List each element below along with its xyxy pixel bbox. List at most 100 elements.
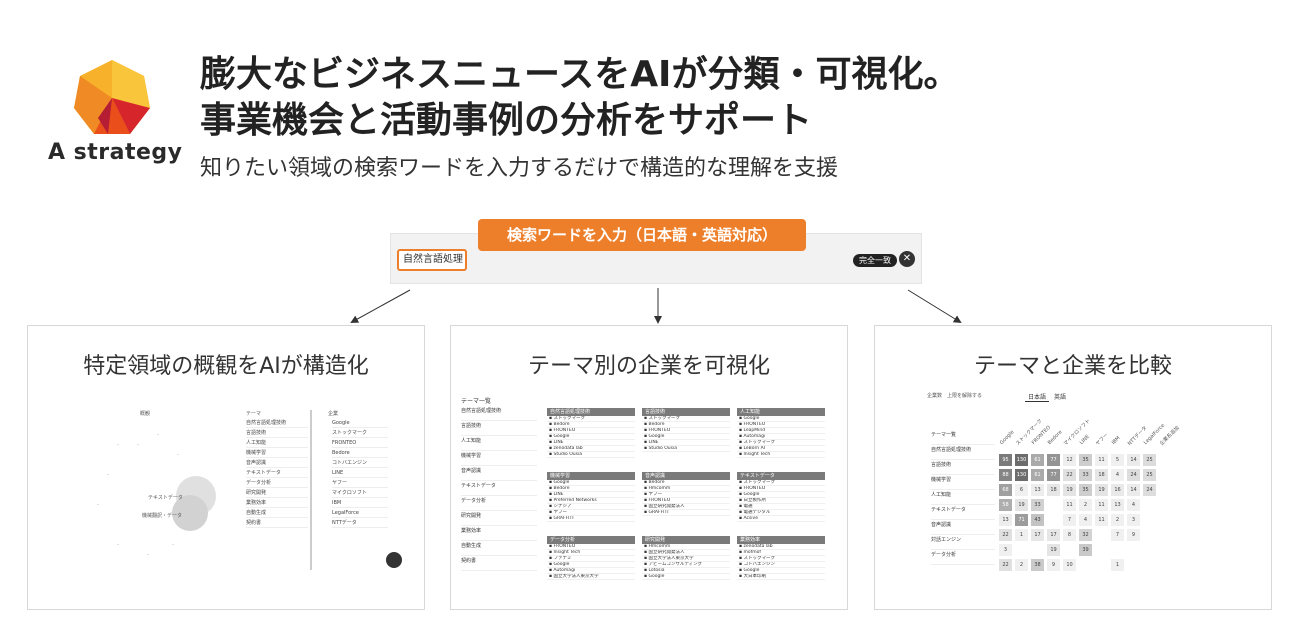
card-row[interactable]: ▪ Google: [547, 480, 635, 486]
card-row[interactable]: ▪ 電通: [737, 504, 825, 510]
grid-cell[interactable]: 9: [1127, 529, 1140, 541]
grid-cell[interactable]: [1095, 529, 1108, 541]
sidebar-item[interactable]: 機械学習: [461, 451, 537, 466]
grid-cell[interactable]: 8: [1063, 529, 1076, 541]
grid-cell[interactable]: [1095, 544, 1108, 556]
grid-cell[interactable]: [1143, 529, 1156, 541]
card-row[interactable]: ▪ FRONTEO: [547, 428, 635, 434]
list-item[interactable]: ヤフー: [332, 478, 388, 488]
grid-cell[interactable]: 5: [1111, 454, 1124, 466]
card-row[interactable]: ▪ Google: [547, 434, 635, 440]
grid-cell[interactable]: 58: [999, 499, 1012, 511]
card-row[interactable]: ▪ Google: [737, 416, 825, 422]
grid-cell[interactable]: 22: [1063, 469, 1076, 481]
grid-cell[interactable]: [1143, 559, 1156, 571]
card-row[interactable]: ▪ Lotosia: [642, 568, 730, 574]
theme-card[interactable]: テキストデータ▪ ストックマーク▪ FRONTEO▪ Google▪ 日立製作所…: [737, 472, 825, 522]
clear-icon[interactable]: ✕: [899, 251, 915, 267]
list-item[interactable]: コトバエンジン: [332, 458, 388, 468]
list-item[interactable]: 言語技術: [246, 428, 308, 438]
grid-cell[interactable]: 14: [1127, 484, 1140, 496]
grid-cell[interactable]: 33: [1079, 469, 1092, 481]
card-row[interactable]: ▪ Bedore: [547, 486, 635, 492]
grid-cell[interactable]: 43: [1031, 514, 1044, 526]
grid-cell[interactable]: [1015, 544, 1028, 556]
column-header[interactable]: マイクロソフト: [1062, 418, 1092, 447]
grid-cell[interactable]: 22: [999, 529, 1012, 541]
grid-cell[interactable]: 130: [1015, 469, 1028, 481]
card-row[interactable]: ▪ Google: [737, 492, 825, 498]
sidebar-item[interactable]: 契約書: [461, 556, 537, 571]
card-row[interactable]: ▪ Preferred Networks: [547, 498, 635, 504]
sidebar-item[interactable]: 研究開発: [461, 511, 537, 526]
card-row[interactable]: ▪ 国立大学法人東京大学: [547, 574, 635, 580]
sidebar-item[interactable]: データ分析: [461, 496, 537, 511]
grid-cell[interactable]: 32: [1079, 529, 1092, 541]
grid-cell[interactable]: 24: [1143, 484, 1156, 496]
grid-cell[interactable]: 7: [1063, 514, 1076, 526]
grid-cell[interactable]: 95: [999, 454, 1012, 466]
card-row[interactable]: ▪ Hmcomm: [642, 486, 730, 492]
grid-cell[interactable]: 68: [999, 484, 1012, 496]
grid-cell[interactable]: 33: [1031, 499, 1044, 511]
card-row[interactable]: ▪ Google: [642, 574, 730, 580]
grid-cell[interactable]: [1111, 544, 1124, 556]
card-row[interactable]: ▪ LINE: [547, 440, 635, 446]
grid-cell[interactable]: 11: [1095, 454, 1108, 466]
grid-cell[interactable]: 13: [1111, 499, 1124, 511]
grid-cell[interactable]: 77: [1047, 454, 1060, 466]
row-label[interactable]: 言語技術: [931, 460, 995, 475]
grid-cell[interactable]: 19: [1015, 499, 1028, 511]
theme-card[interactable]: 研究開発▪ Hmcomm▪ 国立研究開発法人▪ 国立大学法人東京大学▪ アビーム…: [642, 536, 730, 580]
sidebar-item[interactable]: 業務効率: [461, 526, 537, 541]
grid-cell[interactable]: [1047, 499, 1060, 511]
sidebar-item[interactable]: テキストデータ: [461, 481, 537, 496]
grid-cell[interactable]: 10: [1063, 559, 1076, 571]
card-row[interactable]: ▪ Automagi: [737, 434, 825, 440]
grid-cell[interactable]: 7: [1111, 529, 1124, 541]
list-item[interactable]: データ分析: [246, 478, 308, 488]
grid-cell[interactable]: 88: [999, 469, 1012, 481]
row-label[interactable]: 人工知能: [931, 490, 995, 505]
card-row[interactable]: ▪ 国立研究開発法人: [642, 550, 730, 556]
grid-cell[interactable]: 2: [1015, 559, 1028, 571]
list-item[interactable]: 人工知能: [246, 438, 308, 448]
card-row[interactable]: ▪ Bedore: [547, 422, 635, 428]
card-row[interactable]: ▪ 電通デジタル: [737, 510, 825, 516]
grid-cell[interactable]: 4: [1079, 514, 1092, 526]
list-item[interactable]: ストックマーク: [332, 428, 388, 438]
sidebar-item[interactable]: 自動生成: [461, 541, 537, 556]
grid-cell[interactable]: 25: [1143, 454, 1156, 466]
grid-cell[interactable]: 11: [1063, 499, 1076, 511]
grid-cell[interactable]: [1127, 544, 1140, 556]
card-row[interactable]: ▪ ヤフー: [642, 492, 730, 498]
row-label[interactable]: 自然言語処理技術: [931, 445, 995, 460]
theme-card[interactable]: 音声認識▪ Bedore▪ Hmcomm▪ ヤフー▪ FRONTEO▪ 国立研究…: [642, 472, 730, 516]
column-header[interactable]: LINE: [1078, 433, 1091, 446]
card-row[interactable]: ▪ FRONTEO: [737, 422, 825, 428]
card-row[interactable]: ▪ 国立研究開発法人: [642, 504, 730, 510]
card-row[interactable]: ▪ シナジア: [547, 504, 635, 510]
grid-cell[interactable]: 35: [1079, 484, 1092, 496]
chat-icon[interactable]: [386, 552, 402, 568]
theme-card[interactable]: データ分析▪ FRONTEO▪ Insight Tech▪ ファナミ▪ Goog…: [547, 536, 635, 580]
list-item[interactable]: LINE: [332, 468, 388, 478]
list-item[interactable]: 音声認識: [246, 458, 308, 468]
grid-cell[interactable]: [1143, 514, 1156, 526]
card-row[interactable]: ▪ 国立大学法人東京大学: [642, 556, 730, 562]
grid-cell[interactable]: 2: [1079, 499, 1092, 511]
search-input[interactable]: 自然言語処理: [397, 249, 467, 271]
card-row[interactable]: ▪ 日立製作所: [737, 498, 825, 504]
grid-cell[interactable]: 19: [1063, 484, 1076, 496]
grid-cell[interactable]: 14: [1127, 454, 1140, 466]
grid-cell[interactable]: 71: [1015, 514, 1028, 526]
exact-match-badge[interactable]: 完全一致: [853, 254, 897, 267]
card-row[interactable]: ▪ ストックマーク: [547, 416, 635, 422]
grid-cell[interactable]: 9: [1047, 559, 1060, 571]
grid-cell[interactable]: 18: [1047, 484, 1060, 496]
grid-cell[interactable]: 17: [1031, 529, 1044, 541]
card-row[interactable]: ▪ Insight Tech: [547, 550, 635, 556]
card-row[interactable]: ▪ Google: [547, 562, 635, 568]
card-row[interactable]: ▪ GRAFFITI: [642, 510, 730, 516]
grid-cell[interactable]: 2: [1111, 514, 1124, 526]
